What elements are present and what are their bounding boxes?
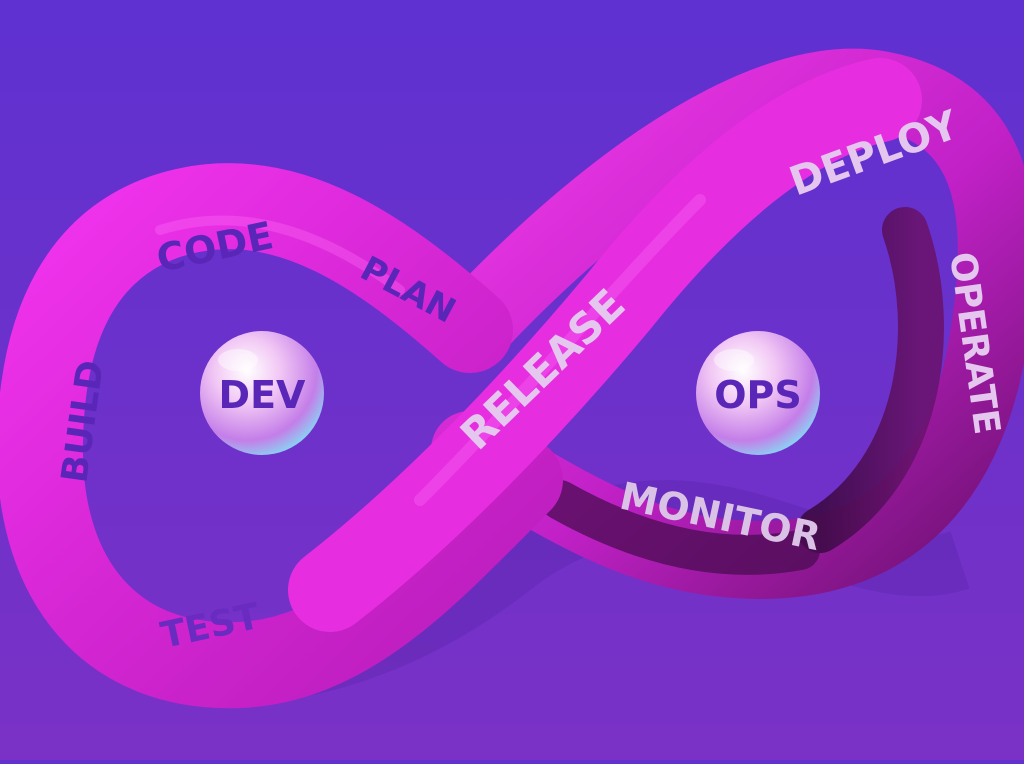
dev-sphere-label: DEV	[219, 373, 307, 417]
dev-bubble-shine	[218, 349, 258, 371]
ops-sphere: OPS	[696, 331, 820, 455]
dev-sphere: DEV	[200, 331, 324, 455]
ops-bubble-shine	[714, 349, 754, 371]
ops-sphere-label: OPS	[714, 373, 802, 417]
